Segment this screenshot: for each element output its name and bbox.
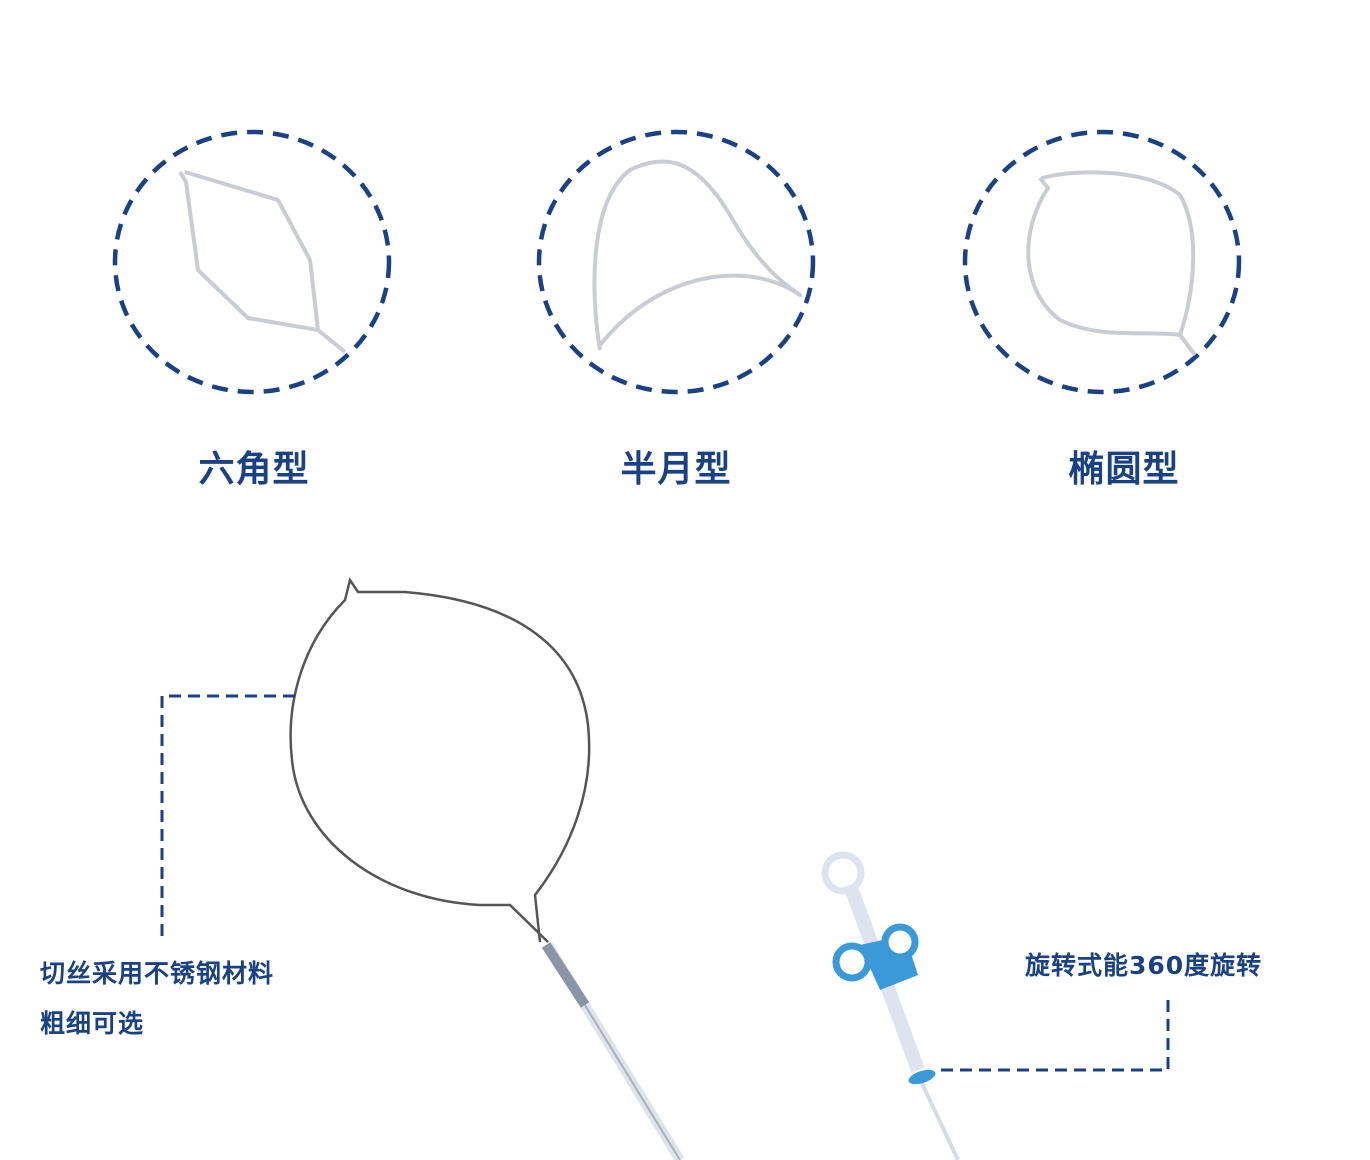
shape-label-hexagonal: 六角型 [198,449,310,490]
hexagonal-snare-icon [178,170,347,354]
snare-loop-closeup [289,576,685,1160]
wire-callout-line [160,694,295,940]
oval-frame [962,129,1242,395]
rotation-callout-line [935,1000,1170,1072]
crescent-frame [536,129,816,395]
wire-material-note: 切丝采用不锈钢材料 [40,959,275,988]
snare-handle [821,851,960,1160]
crescent-snare-icon [592,159,802,351]
oval-snare-icon [1026,170,1197,357]
shape-label-oval: 椭圆型 [1068,449,1180,490]
hexagonal-frame [112,129,392,395]
wire-thickness-note: 粗细可选 [40,1009,145,1038]
shape-label-crescent: 半月型 [620,449,732,490]
rotation-note: 旋转式能360度旋转 [1025,951,1263,980]
